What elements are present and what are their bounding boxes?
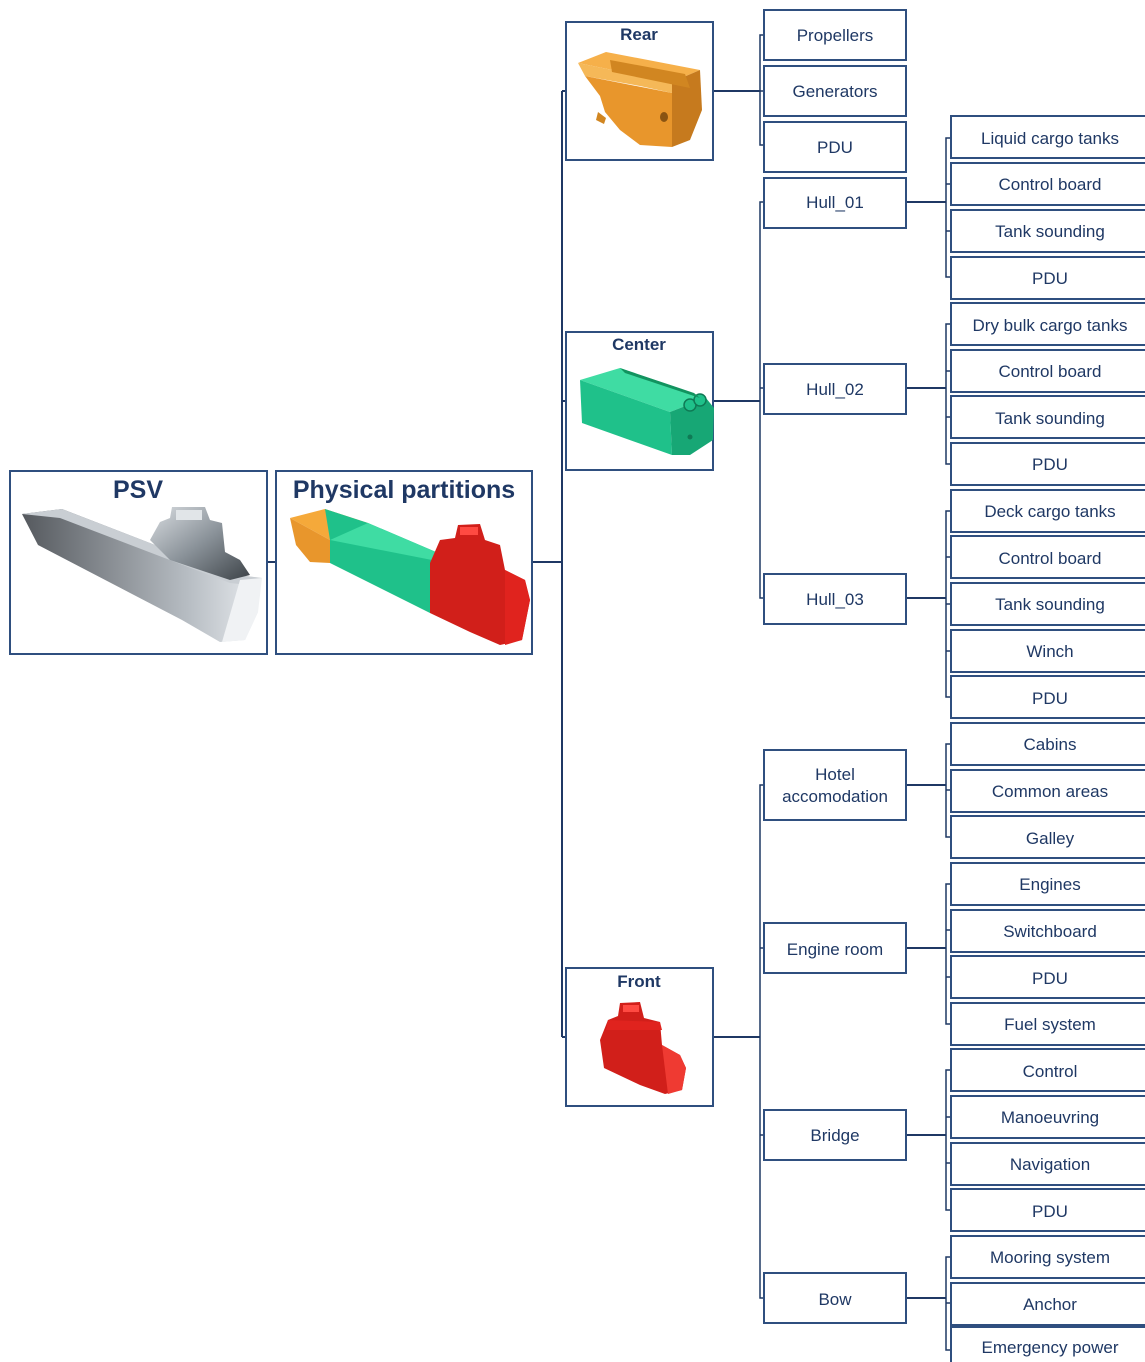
leaf-navigation: Navigation (950, 1142, 1145, 1186)
psv-node: PSV (9, 470, 268, 655)
svg-text:Cabins: Cabins (1024, 735, 1077, 754)
svg-text:Propellers: Propellers (797, 26, 874, 45)
svg-text:Emergency power: Emergency power (981, 1338, 1118, 1357)
leaf-fuel-system: Fuel system (950, 1002, 1145, 1046)
leaf-items: Liquid cargo tanks Control board Tank so… (950, 115, 1145, 1362)
section-rear: Rear (565, 21, 714, 161)
node-propellers: Propellers (763, 9, 907, 61)
svg-text:Control board: Control board (998, 175, 1101, 194)
front-block-image (600, 1002, 686, 1094)
svg-text:Tank sounding: Tank sounding (995, 595, 1105, 614)
svg-text:Generators: Generators (792, 82, 877, 101)
leaf-engines: Engines (950, 862, 1145, 906)
svg-text:Winch: Winch (1026, 642, 1073, 661)
leaf-emergency-power: Emergency power (950, 1326, 1145, 1362)
svg-text:PDU: PDU (1032, 689, 1068, 708)
svg-text:Galley: Galley (1026, 829, 1075, 848)
ship-model-colored-image (290, 509, 530, 645)
svg-text:Fuel system: Fuel system (1004, 1015, 1096, 1034)
leaf-deck-cargo-tanks: Deck cargo tanks (950, 489, 1145, 533)
svg-text:Common areas: Common areas (992, 782, 1108, 801)
node-hotel-accomodation: Hotel accomodation (763, 749, 907, 821)
ship-model-gray-image (22, 507, 262, 642)
node-hull-01: Hull_01 (763, 177, 907, 229)
svg-text:PDU: PDU (1032, 455, 1068, 474)
leaf-control: Control (950, 1048, 1145, 1092)
physical-partitions-node: Physical partitions (275, 470, 533, 655)
node-hull-03: Hull_03 (763, 573, 907, 625)
psv-title: PSV (113, 476, 163, 504)
connectors (267, 34, 951, 1351)
node-bridge: Bridge (763, 1109, 907, 1161)
svg-text:Mooring system: Mooring system (990, 1248, 1110, 1267)
leaf-anchor: Anchor (950, 1282, 1145, 1326)
section-center: Center (565, 331, 714, 471)
svg-text:PDU: PDU (1032, 269, 1068, 288)
section-center-title: Center (612, 335, 666, 354)
section-rear-title: Rear (620, 25, 658, 44)
svg-text:Hull_02: Hull_02 (806, 380, 864, 399)
svg-text:Navigation: Navigation (1010, 1155, 1090, 1174)
leaf-control-board: Control board (950, 349, 1145, 393)
svg-text:Switchboard: Switchboard (1003, 922, 1097, 941)
leaf-dry-bulk-cargo-tanks: Dry bulk cargo tanks (950, 302, 1145, 346)
svg-text:PDU: PDU (1032, 1202, 1068, 1221)
leaf-winch: Winch (950, 629, 1145, 673)
rear-block-image (578, 52, 702, 147)
svg-text:Bow: Bow (818, 1290, 852, 1309)
node-rear-pdu: PDU (763, 121, 907, 173)
svg-text:Hull_01: Hull_01 (806, 193, 864, 212)
node-bow: Bow (763, 1272, 907, 1324)
leaf-pdu: PDU (950, 1188, 1145, 1232)
leaf-mooring-system: Mooring system (950, 1235, 1145, 1279)
svg-text:PDU: PDU (817, 138, 853, 157)
svg-text:Control: Control (1023, 1062, 1078, 1081)
node-engine-room: Engine room (763, 922, 907, 974)
leaf-control-board: Control board (950, 535, 1145, 579)
svg-text:Hotel: Hotel (815, 765, 855, 784)
leaf-pdu: PDU (950, 675, 1145, 719)
svg-text:Liquid cargo tanks: Liquid cargo tanks (981, 129, 1119, 148)
svg-text:Deck cargo tanks: Deck cargo tanks (984, 502, 1115, 521)
svg-text:PDU: PDU (1032, 969, 1068, 988)
node-hull-02: Hull_02 (763, 363, 907, 415)
svg-text:Control board: Control board (998, 549, 1101, 568)
svg-text:Control board: Control board (998, 362, 1101, 381)
center-children: Hull_01 Hull_02 Hull_03 (763, 177, 907, 625)
leaf-manoeuvring: Manoeuvring (950, 1095, 1145, 1139)
leaf-pdu: PDU (950, 442, 1145, 486)
section-front: Front (565, 967, 714, 1107)
front-children: Hotel accomodation Engine room Bridge Bo… (763, 749, 907, 1324)
node-generators: Generators (763, 65, 907, 117)
leaf-pdu: PDU (950, 256, 1145, 300)
svg-text:Hull_03: Hull_03 (806, 590, 864, 609)
leaf-common-areas: Common areas (950, 769, 1145, 813)
rear-children: Propellers Generators PDU (763, 9, 907, 173)
leaf-control-board: Control board (950, 162, 1145, 206)
partitions-title: Physical partitions (293, 476, 515, 504)
svg-text:Engine room: Engine room (787, 940, 883, 959)
leaf-tank-sounding: Tank sounding (950, 395, 1145, 439)
leaf-liquid-cargo-tanks: Liquid cargo tanks (950, 115, 1145, 159)
leaf-pdu: PDU (950, 955, 1145, 999)
svg-text:Tank sounding: Tank sounding (995, 222, 1105, 241)
svg-text:Bridge: Bridge (810, 1126, 859, 1145)
leaf-cabins: Cabins (950, 722, 1145, 766)
leaf-tank-sounding: Tank sounding (950, 209, 1145, 253)
svg-text:accomodation: accomodation (782, 787, 888, 806)
svg-text:Dry bulk cargo tanks: Dry bulk cargo tanks (973, 316, 1128, 335)
svg-text:Tank sounding: Tank sounding (995, 409, 1105, 428)
svg-text:Engines: Engines (1019, 875, 1080, 894)
leaf-switchboard: Switchboard (950, 909, 1145, 953)
section-front-title: Front (617, 972, 661, 991)
svg-text:Manoeuvring: Manoeuvring (1001, 1108, 1099, 1127)
center-block-image (580, 368, 714, 455)
leaf-tank-sounding: Tank sounding (950, 582, 1145, 626)
svg-text:Anchor: Anchor (1023, 1295, 1077, 1314)
leaf-galley: Galley (950, 815, 1145, 859)
